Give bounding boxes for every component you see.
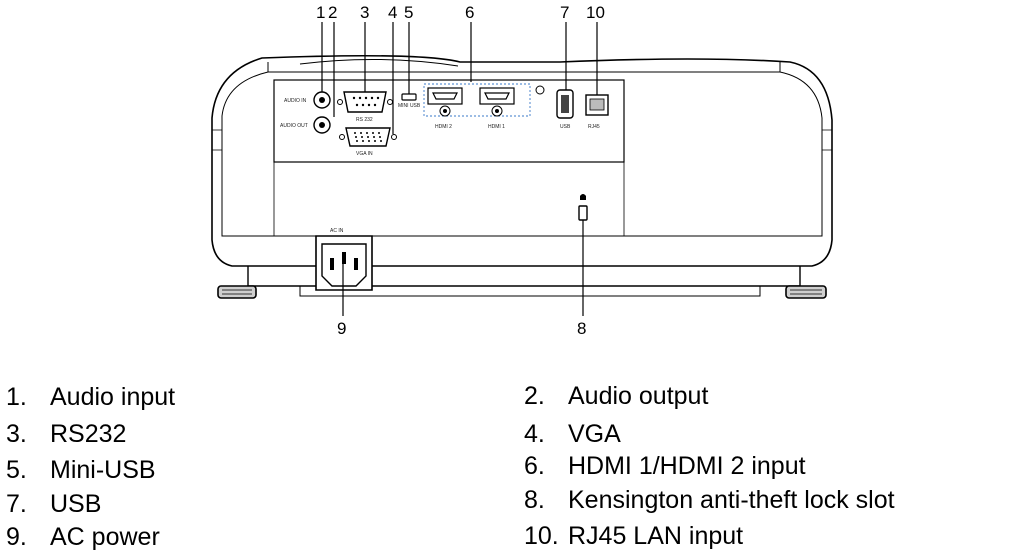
vga-port [339, 127, 397, 147]
usb-label: USB [560, 124, 571, 130]
audio-out-jack [313, 116, 331, 134]
legend-item-4: 4. VGA [524, 419, 621, 449]
legend-item-7: 7. USB [6, 489, 101, 519]
hdmi2-label: HDMI 2 [435, 124, 452, 130]
port-legend: 1. Audio input 2. Audio output 3. RS232 4. V… [0, 378, 1023, 557]
callout-3: 3 [360, 3, 369, 22]
mini-usb-label: MINI USB [398, 103, 421, 109]
legend-item-9: 9. AC power [6, 522, 160, 552]
legend-item-3: 3. RS232 [6, 419, 126, 449]
legend-text: Audio input [50, 383, 176, 411]
legend-item-8: 8. Kensington anti-theft lock slot [524, 485, 895, 515]
legend-num: 7. [6, 490, 27, 518]
callout-8: 8 [577, 319, 586, 338]
legend-text: Kensington anti-theft lock slot [568, 486, 895, 514]
audio-in-jack [313, 91, 331, 109]
callout-9: 9 [337, 319, 346, 338]
rj45-port [585, 94, 609, 116]
callout-2: 2 [328, 3, 337, 22]
legend-text: Audio output [568, 382, 709, 410]
rs232-port [337, 91, 393, 113]
callout-1: 1 [316, 3, 325, 22]
legend-num: 10. [524, 522, 559, 550]
legend-text: HDMI 1/HDMI 2 input [568, 452, 806, 480]
usb-port [556, 89, 574, 119]
legend-num: 6. [524, 452, 545, 480]
legend-text: Mini-USB [50, 456, 156, 484]
legend-num: 9. [6, 523, 27, 551]
hdmi1-port [479, 87, 515, 117]
legend-num: 3. [6, 420, 27, 448]
legend-item-1: 1. Audio input [6, 382, 175, 412]
callout-7: 7 [560, 3, 569, 22]
legend-item-5: 5. Mini-USB [6, 455, 156, 485]
hdmi2-port [427, 87, 463, 117]
legend-num: 4. [524, 420, 545, 448]
callout-leaders [321, 22, 598, 316]
audio-out-label: AUDIO OUT [280, 123, 308, 129]
mini-usb-port [401, 93, 417, 101]
legend-item-2: 2. Audio output [524, 381, 708, 411]
legend-num: 5. [6, 456, 27, 484]
hdmi1-label: HDMI 1 [488, 124, 505, 130]
legend-item-10: 10. RJ45 LAN input [524, 521, 743, 551]
ac-power-inlet [315, 235, 373, 291]
legend-text: RS232 [50, 420, 127, 448]
ac-in-label: AC IN [330, 228, 344, 234]
callout-5: 5 [404, 3, 413, 22]
callout-4: 4 [388, 3, 397, 22]
legend-num: 1. [6, 383, 27, 411]
kensington-lock-slot [578, 194, 588, 221]
vga-label: VGA IN [356, 151, 373, 157]
callout-10: 10 [586, 3, 605, 22]
projector-rear-diagram: AUDIO IN AUDIO OUT RS 232 VGA IN MINI US… [211, 3, 833, 338]
legend-text: RJ45 LAN input [568, 522, 744, 550]
legend-num: 2. [524, 382, 545, 410]
legend-text: VGA [568, 420, 621, 448]
rj45-label: RJ45 [588, 124, 600, 130]
legend-text: USB [50, 490, 102, 518]
legend-num: 8. [524, 486, 545, 514]
audio-in-label: AUDIO IN [284, 98, 307, 104]
legend-item-6: 6. HDMI 1/HDMI 2 input [524, 451, 806, 481]
rs232-label: RS 232 [356, 117, 373, 123]
legend-text: AC power [50, 523, 160, 551]
callout-6: 6 [465, 3, 474, 22]
